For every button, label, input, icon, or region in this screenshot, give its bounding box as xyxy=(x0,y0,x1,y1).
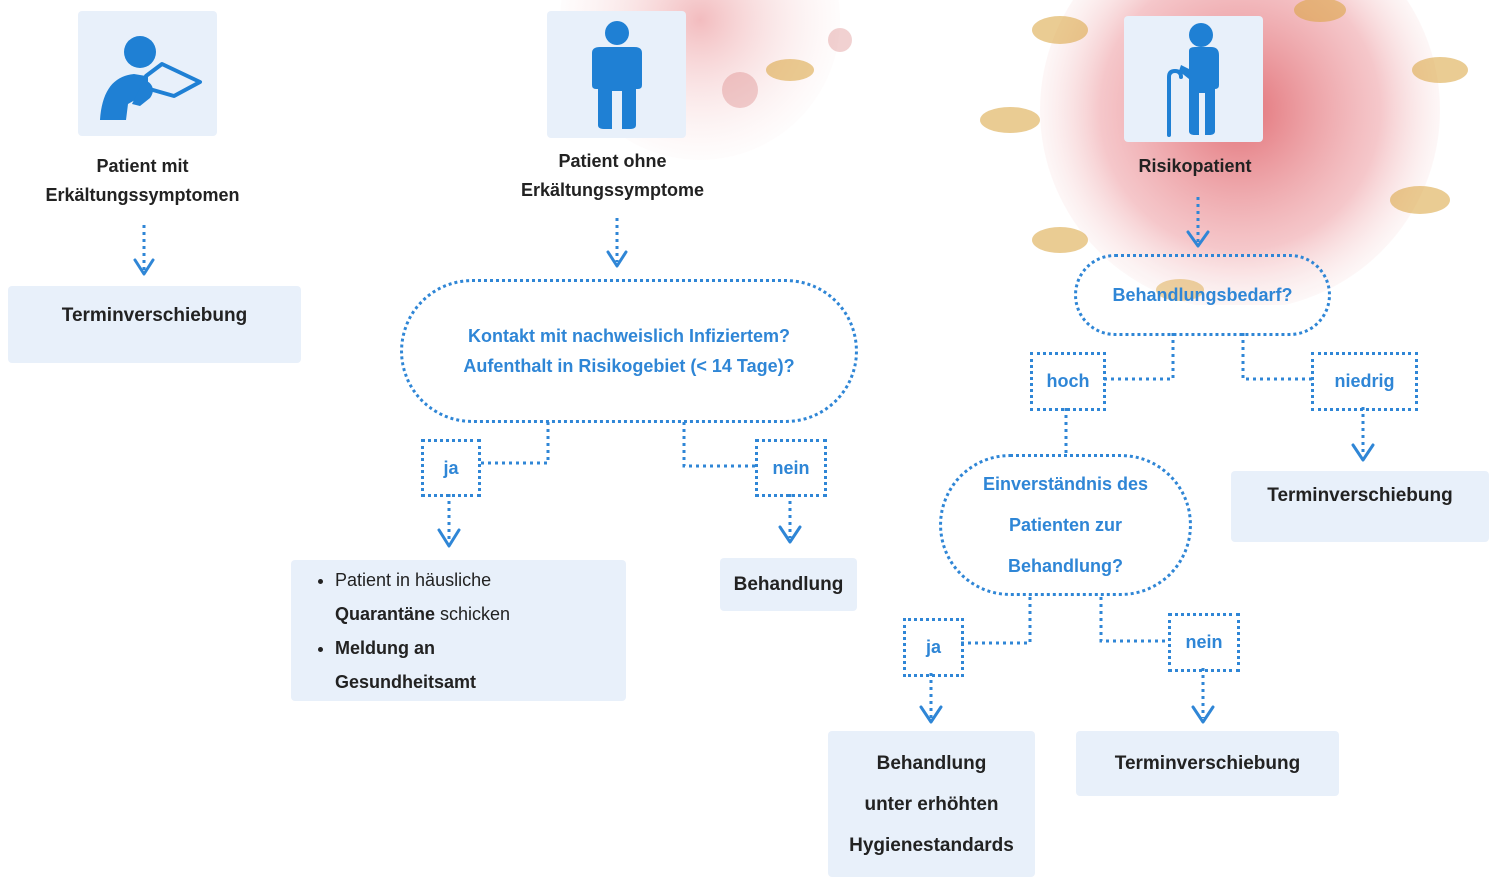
quarantine-item-bold: Quarantäne xyxy=(335,603,436,624)
contact-question-line1: Kontakt mit nachweislich Infiziertem? xyxy=(467,326,791,346)
cold-result-box: Terminverschiebung xyxy=(8,286,301,363)
report-item-line1: Meldung an xyxy=(335,637,435,658)
quarantine-result-box: Patient in häusliche Quarantäne schicken… xyxy=(291,560,626,701)
cold-caption-line1: Patient mit xyxy=(96,156,189,176)
contact-no-label: nein xyxy=(755,439,827,497)
healthy-caption-line1: Patient ohne xyxy=(558,151,667,171)
treatment-need-decision: Behandlungsbedarf? xyxy=(1074,254,1331,336)
sick-person-icon-box xyxy=(78,11,217,136)
healthy-patient-caption: Patient ohne Erkältungssymptome xyxy=(490,147,735,205)
contact-question-decision: Kontakt mit nachweislich Infiziertem? Au… xyxy=(400,279,858,423)
elderly-person-with-cane-icon xyxy=(1166,23,1219,137)
cold-patient-caption: Patient mit Erkältungssymptomen xyxy=(20,152,265,210)
treatment-result-box: Behandlung xyxy=(720,558,857,611)
standing-person-icon xyxy=(591,20,642,129)
consent-no-label: nein xyxy=(1168,613,1240,672)
healthy-caption-line2: Erkältungssymptome xyxy=(520,180,705,200)
cold-result-label: Terminverschiebung xyxy=(61,305,248,326)
quarantine-item-rest: schicken xyxy=(435,603,511,624)
hygiene-treatment-result-box: Behandlung unter erhöhten Hygienestandar… xyxy=(828,731,1035,877)
treatment-result-label: Behandlung xyxy=(733,573,844,595)
risk-patient-caption: Risikopatient xyxy=(1100,152,1290,181)
hygiene-result-line2: unter erhöhten xyxy=(864,793,999,815)
consent-no-result-box: Terminverschiebung xyxy=(1076,731,1339,796)
list-item: Patient in häusliche Quarantäne schicken xyxy=(335,563,510,631)
standing-person-icon-box xyxy=(547,11,686,138)
hygiene-result-line1: Behandlung xyxy=(876,752,987,774)
need-high-label: hoch xyxy=(1030,352,1106,411)
quarantine-action-list: Patient in häusliche Quarantäne schicken… xyxy=(291,563,510,699)
risk-low-result-box: Terminverschiebung xyxy=(1231,471,1489,542)
consent-yes-label: ja xyxy=(903,618,964,677)
contact-question-line2: Aufenthalt in Risikogebiet (< 14 Tage)? xyxy=(463,356,795,376)
consent-line2: Patienten zur xyxy=(1008,514,1123,535)
treatment-need-question: Behandlungsbedarf? xyxy=(1112,284,1293,305)
report-item-line2: Gesundheitsamt xyxy=(335,671,477,692)
hygiene-result-line3: Hygienestandards xyxy=(849,834,1014,856)
cold-caption-line2: Erkältungssymptomen xyxy=(45,185,240,205)
need-low-label: niedrig xyxy=(1311,352,1418,411)
risk-low-result-label: Terminverschiebung xyxy=(1267,485,1453,506)
consent-line1: Einverständnis des xyxy=(982,473,1149,494)
risk-caption: Risikopatient xyxy=(1138,156,1252,176)
list-item: Meldung an Gesundheitsamt xyxy=(335,631,510,699)
elderly-person-icon-box xyxy=(1124,16,1263,142)
consent-decision: Einverständnis des Patienten zur Behandl… xyxy=(939,454,1192,596)
contact-yes-label: ja xyxy=(421,439,481,497)
consent-no-result-label: Terminverschiebung xyxy=(1114,752,1301,774)
consent-line3: Behandlung? xyxy=(1008,555,1123,576)
sick-person-icon xyxy=(99,35,202,120)
quarantine-item-line1: Patient in häusliche xyxy=(335,569,492,590)
